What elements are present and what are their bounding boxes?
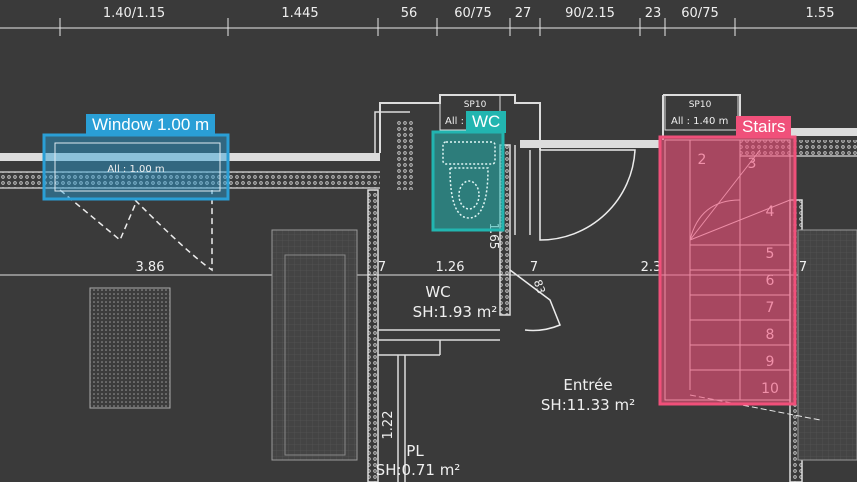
sp10-label-wc: SP10 [464,100,487,110]
sp10-box-stairs: SP10 All : 1.40 m [664,94,739,131]
dim-top-4: 60/75 [454,6,491,21]
toilet-icon [442,141,496,219]
dim-top-5: 27 [515,6,532,21]
dim-126: 1.26 [436,260,465,275]
dim-top-8: 60/75 [681,6,718,21]
room-pl-area: SH:0.71 m² [376,461,461,479]
room-entree-name: Entrée [563,376,612,394]
opening-label-stairs: All : 1.40 m [671,116,728,127]
dim-top-3: 56 [401,6,418,21]
dim-top-9: 1.55 [806,6,835,21]
room-wc-area: SH:1.93 m² [413,303,498,321]
room-wc-name: WC [425,283,450,301]
door-swings [59,149,636,332]
window-annotation-box[interactable]: All : 1.00 m [42,133,230,201]
opening-label-wc: All : [445,116,464,127]
dim-7-right: 7 [799,260,807,275]
window-annotation-label: Window 1.00 m [86,114,216,136]
stairs-annotation-box[interactable] [658,135,797,406]
sp10-label-stairs: SP10 [689,100,712,110]
dim-7-mid: 7 [530,260,538,275]
dim-122: 1.22 [381,411,396,440]
dim-83: 83 [531,278,548,296]
dim-top-6: 90/2.15 [565,6,615,21]
room-entree-area: SH:11.33 m² [541,396,635,414]
exterior-wall [0,94,857,190]
dim-7-left: 7 [378,260,386,275]
dim-386: 3.86 [136,260,165,275]
dim-top-2: 1.445 [281,6,318,21]
stairs-annotation-label: Stairs [736,116,792,138]
dim-top-1: 1.40/1.15 [103,6,165,21]
wc-annotation-label: WC [466,111,507,133]
dim-top-7: 23 [645,6,662,21]
room-pl-name: PL [406,442,424,460]
top-dimension-line [0,18,857,36]
wc-annotation-box[interactable] [431,130,505,232]
opening-label-window: All : 1.00 m [107,164,164,175]
dim-23: 2.3 [641,260,662,275]
furniture [89,229,857,461]
